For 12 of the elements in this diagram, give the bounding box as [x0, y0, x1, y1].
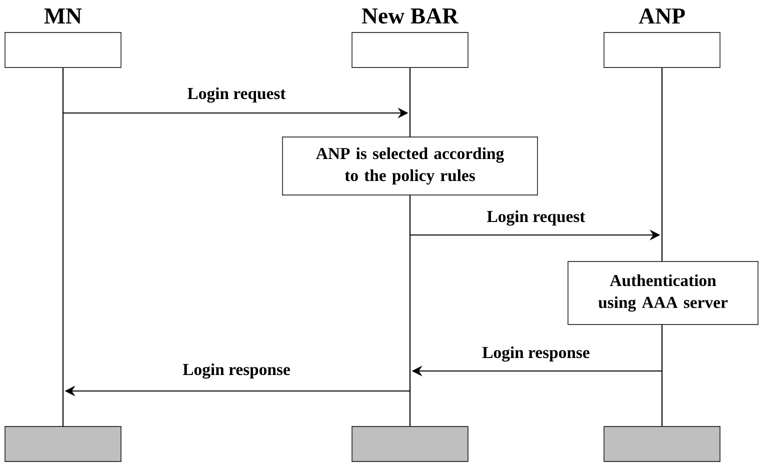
edge-label: Login response [482, 346, 590, 362]
participant-name: MN [44, 8, 82, 24]
lifeline-end-box [4, 426, 122, 462]
edge-label: Login request [188, 87, 286, 103]
lifeline-end-box [604, 426, 720, 462]
edge-label: Login request [487, 210, 586, 226]
participant-name: New BAR [362, 8, 459, 24]
process-box: Authentication using AAA server [568, 261, 758, 325]
process-box: ANP is selected according to the policy rules [282, 136, 538, 196]
participant-name: ANP [638, 8, 685, 24]
lifeline-end-box [352, 426, 468, 462]
edge-label: Login response [182, 363, 290, 379]
